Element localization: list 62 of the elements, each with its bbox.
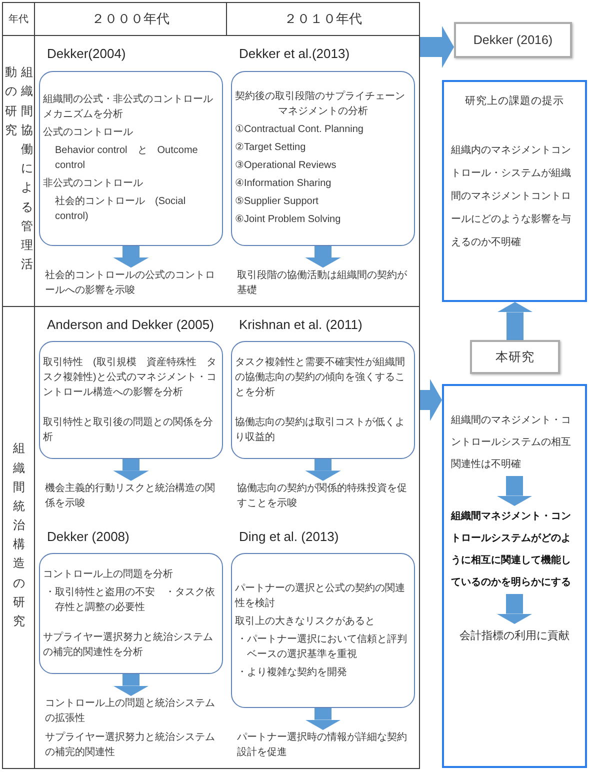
study-heading: Anderson and Dekker (2005) [47, 316, 214, 332]
card-text: ①Contractual Cont. Planning [235, 123, 364, 138]
column-header: ２０１０年代 [284, 10, 362, 28]
block-arrow [305, 708, 341, 730]
card-text: ・取引特性と盗用の不安 ・タスク依存性と調整の必要性 [44, 586, 216, 616]
block-arrow [305, 246, 341, 268]
row-header: 組織間協働による管理活動の研究 [4, 64, 34, 274]
card-text: ③Operational Reviews [235, 159, 336, 174]
card-text: ⑤Supplier Support [235, 195, 318, 210]
column-header: 年代 [8, 13, 28, 26]
card-text: ②Target Setting [235, 141, 306, 156]
title-box: 本研究 [470, 340, 560, 374]
block-arrow [305, 458, 341, 481]
card-text: 取引特性と取引後の問題との関係を分析 [43, 416, 214, 446]
card-text: サプライヤー選択努力と統治システムの補完的関連性を分析 [43, 630, 214, 660]
finding-text: パートナー選択時の情報が詳細な契約設計を促進 [237, 730, 415, 760]
finding-text: コントロール上の問題と統治システムの拡張性 [45, 696, 216, 726]
card-text: 契約後の取引段階のサプライチェーンマネジメントの分析 [235, 90, 406, 120]
research-panel [442, 384, 587, 768]
finding-text: サプライヤー選択努力と統治システムの補完的関連性 [45, 730, 216, 760]
panel-text: 組織間のマネジメント・コントロールシステムの相互関連性は不明確 [451, 410, 578, 476]
block-arrow [497, 302, 533, 340]
block-arrow [419, 26, 454, 68]
card-text: 社会的コントロール (Social control) [54, 194, 187, 224]
block-arrow [113, 674, 149, 696]
card-text: ④Information Sharing [235, 177, 332, 192]
block-arrow [113, 246, 149, 268]
card-text: ・より複雑な契約を開発 [236, 666, 347, 680]
block-arrow [496, 476, 532, 506]
card-text: 組織間の公式・非公式のコントロールメカニズムを分析 [43, 92, 214, 122]
study-heading: Dekker (2008) [47, 528, 130, 544]
finding-text: 社会的コントロールの公式のコントロールへの影響を示唆 [45, 268, 223, 298]
column-header: ２０００年代 [92, 10, 170, 28]
study-heading: Krishnan et al. (2011) [239, 316, 362, 332]
card-text: ・パートナー選択において信頼と評判ベースの選択基準を重視 [236, 632, 408, 662]
row-header: 組織間統治構造の研究 [12, 440, 26, 630]
study-heading: Dekker et al.(2013) [239, 46, 350, 62]
card-text: 公式のコントロール [43, 126, 133, 140]
issue-heading: 研究上の課題の提示 [465, 94, 564, 109]
block-arrow [496, 594, 532, 624]
study-heading: Ding et al. (2013) [239, 528, 339, 544]
finding-text: 協働志向の契約が関係的特殊投資を促すことを示唆 [237, 480, 415, 511]
card-text: パートナーの選択と公式の契約の関連性を検討 [235, 582, 406, 612]
title-box: Dekker (2016) [454, 22, 572, 58]
table-row [3, 36, 419, 307]
panel-text: 組織間マネジメント・コントロールシステムがどのように相互に関連して機能しているのかを明らかにする [451, 506, 578, 594]
card-text: Behavior control と Outcome control [54, 144, 199, 174]
finding-text: 機会主義的行動リスクと統治構造の関係を示唆 [45, 480, 223, 511]
block-arrow [419, 379, 442, 421]
card-text: 取引特性 (取引規模 資産特殊性 タスク複雑性)と公式のマネジメント・コントロール構造への影響を分析 [43, 356, 218, 400]
card-text: 協働志向の契約は取引コストが低くより収益的 [235, 416, 406, 446]
issue-text: 組織内のマネジメントコントロール・システムが組織間のマネジメントコントロールにどのような影響を与えるのか不明確 [451, 144, 572, 250]
card-text: タスク複雑性と需要不確実性が組織間の協働志向の契約の傾向を強くすることを分析 [235, 356, 406, 400]
card-text: 非公式のコントロール [43, 176, 143, 192]
card-text: ⑥Joint Problem Solving [235, 213, 341, 228]
card-text: 取引上の大きなリスクがあると [235, 614, 375, 630]
panel-text: 会計指標の利用に貢献 [460, 624, 570, 648]
card-text: コントロール上の問題を分析 [43, 568, 173, 582]
finding-text: 取引段階の協働活動は組織間の契約が基礎 [237, 268, 415, 298]
study-heading: Dekker(2004) [47, 46, 126, 62]
issue-box [442, 80, 587, 302]
block-arrow [113, 458, 149, 481]
